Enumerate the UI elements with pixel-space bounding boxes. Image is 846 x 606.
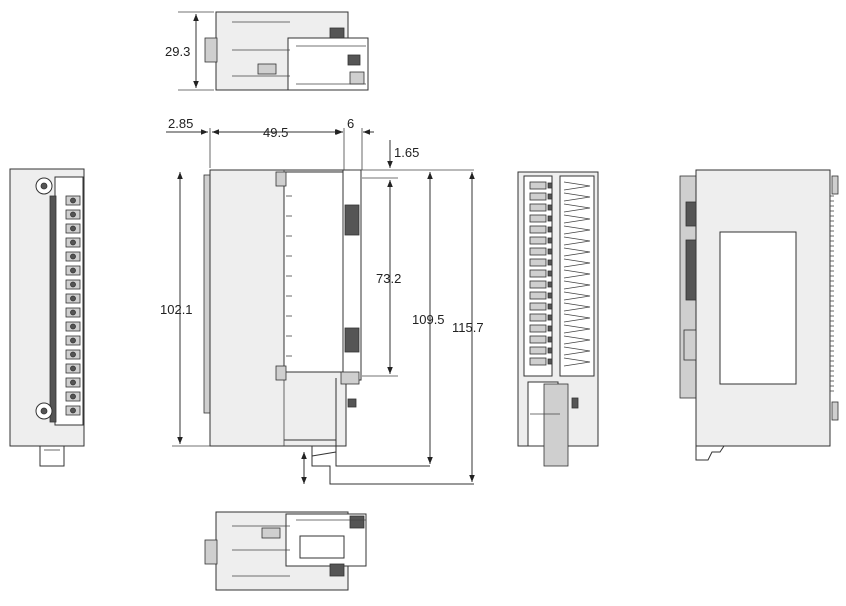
dim-top-offset: 1.65	[394, 145, 419, 160]
left-side-view	[9, 168, 85, 467]
dim-height-total: 115.7	[452, 320, 484, 335]
top-view	[204, 11, 369, 91]
front-view	[203, 169, 474, 485]
dim-top-height: 29.3	[165, 44, 190, 59]
dim-offset-left: 2.85	[168, 116, 193, 131]
front-dimensions: 2.85 49.5 6 1.65 102.1 73.2 109.5 115.7	[160, 116, 484, 484]
top-height-dimension: 29.3	[165, 11, 214, 91]
label-area	[719, 231, 797, 385]
connector-side-view	[517, 171, 599, 467]
rear-view	[679, 169, 839, 461]
dim-height-with-latch: 109.5	[412, 312, 445, 327]
dim-height-terminal: 73.2	[376, 271, 401, 286]
terminal-block	[65, 195, 81, 416]
dim-width-main: 49.5	[263, 125, 288, 140]
bottom-view	[204, 511, 367, 591]
dim-height-body: 102.1	[160, 302, 193, 317]
dim-width-connector: 6	[347, 116, 354, 131]
